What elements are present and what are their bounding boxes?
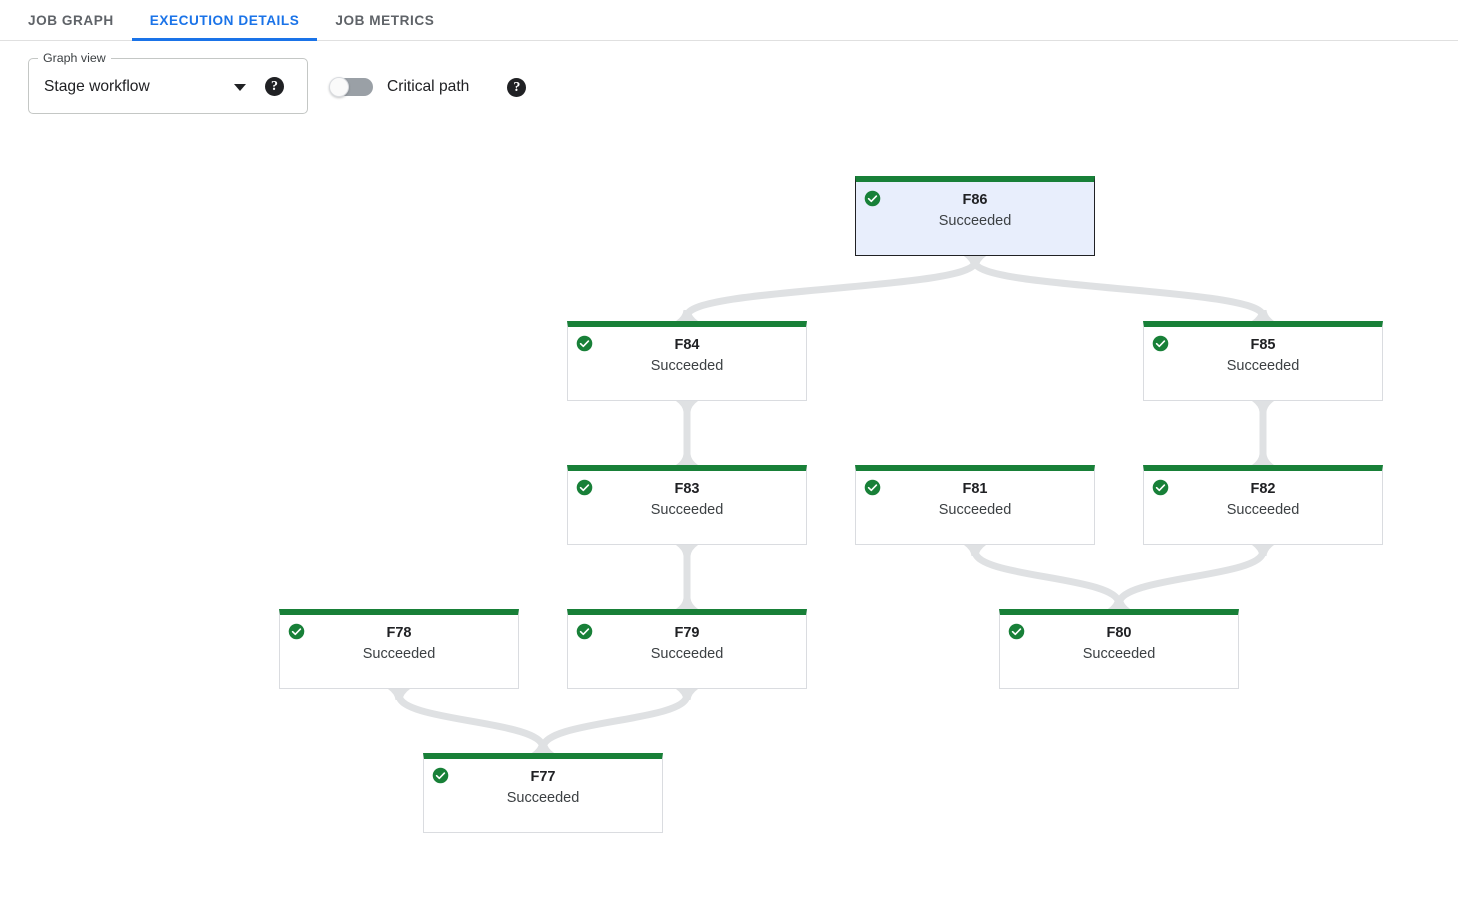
status-success-icon (576, 479, 593, 496)
node-title: F82 (1250, 481, 1276, 497)
node-status: Succeeded (1082, 646, 1156, 662)
node-title: F84 (674, 337, 700, 353)
node-status: Succeeded (1226, 502, 1300, 518)
tab-execution-details[interactable]: EXECUTION DETAILS (131, 0, 318, 41)
graph-view-label: Graph view (38, 50, 111, 66)
tab-label: JOB METRICS (335, 12, 435, 28)
status-success-icon (576, 623, 593, 640)
graph-edge-f83-f79 (676, 545, 698, 609)
help-icon-graph-view[interactable]: ? (265, 77, 284, 96)
status-success-icon (288, 623, 305, 640)
tab-job-graph[interactable]: JOB GRAPH (10, 0, 132, 40)
graph-edge-f86-f84 (676, 256, 986, 321)
status-success-icon (864, 190, 881, 207)
node-status: Succeeded (650, 646, 724, 662)
node-title: F79 (674, 625, 700, 641)
graph-edge-f84-f83 (676, 401, 698, 465)
node-status: Succeeded (650, 502, 724, 518)
node-title: F77 (530, 769, 556, 785)
graph-edge-f85-f82 (1252, 401, 1274, 465)
graph-edge-f81-f80 (964, 545, 1130, 609)
graph-edge-f86-f85 (964, 256, 1274, 321)
status-success-icon (432, 767, 449, 784)
chevron-down-icon[interactable] (234, 84, 246, 91)
node-title: F80 (1106, 625, 1132, 641)
node-status: Succeeded (938, 502, 1012, 518)
status-success-icon (864, 479, 881, 496)
graph-view-select-box[interactable] (28, 58, 308, 114)
status-success-icon (1152, 335, 1169, 352)
toggle-thumb (329, 77, 349, 97)
critical-path-group: Critical path ? (329, 77, 527, 97)
critical-path-toggle[interactable] (329, 77, 373, 97)
status-success-icon (1008, 623, 1025, 640)
node-title: F81 (962, 481, 988, 497)
node-status: Succeeded (938, 213, 1012, 229)
status-success-icon (576, 335, 593, 352)
graph-edge-f79-f77 (532, 689, 698, 753)
help-icon-critical-path[interactable]: ? (507, 77, 527, 97)
status-success-icon (1152, 479, 1169, 496)
node-title: F83 (674, 481, 700, 497)
graph-view-select[interactable]: Graph view Stage workflow ? (28, 50, 308, 114)
node-status: Succeeded (362, 646, 436, 662)
node-status: Succeeded (650, 358, 724, 374)
node-title: F85 (1250, 337, 1276, 353)
graph-view-value: Stage workflow (44, 78, 150, 95)
node-status: Succeeded (1226, 358, 1300, 374)
node-status: Succeeded (506, 790, 580, 806)
graph-edge-f82-f80 (1108, 545, 1274, 609)
node-title: F78 (386, 625, 412, 641)
toolbar: Graph view Stage workflow ? Critical pat… (0, 41, 1458, 121)
tab-label: EXECUTION DETAILS (149, 12, 300, 28)
tab-label: JOB GRAPH (28, 12, 114, 28)
critical-path-label: Critical path (387, 78, 470, 95)
tab-bar: JOB GRAPH EXECUTION DETAILS JOB METRICS (0, 0, 1458, 41)
graph-edge-f78-f77 (388, 689, 554, 753)
node-title: F86 (962, 192, 988, 208)
tab-job-metrics[interactable]: JOB METRICS (317, 0, 452, 40)
